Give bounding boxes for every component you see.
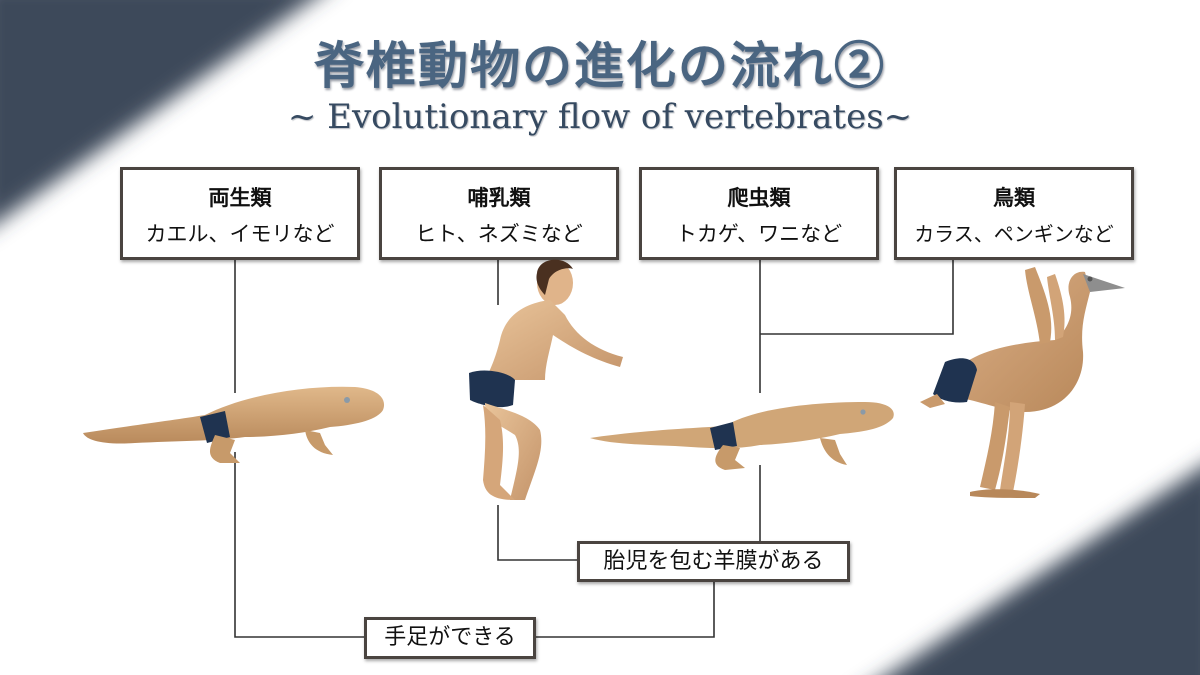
trait-box-limbs: 手足ができる	[364, 617, 536, 659]
class-name: 鳥類	[993, 186, 1035, 210]
class-examples: カエル、イモリなど	[145, 222, 335, 246]
bottom-right-dark-band	[887, 468, 1200, 675]
class-name: 爬虫類	[727, 186, 791, 210]
amphibian-illustration	[83, 386, 385, 463]
class-box-birds: 鳥類 カラス、ペンギンなど	[894, 167, 1134, 260]
class-name: 両生類	[208, 186, 272, 210]
class-examples: トカゲ、ワニなど	[675, 222, 843, 246]
human-illustration	[469, 259, 623, 500]
class-examples: カラス、ペンギンなど	[914, 222, 1114, 246]
class-examples: ヒト、ネズミなど	[415, 222, 583, 246]
bird-illustration	[920, 267, 1125, 498]
class-box-mammals: 哺乳類 ヒト、ネズミなど	[379, 167, 619, 260]
class-box-reptiles: 爬虫類 トカゲ、ワニなど	[639, 167, 879, 260]
class-box-amphibians: 両生類 カエル、イモリなど	[120, 167, 360, 260]
top-left-dark-band	[0, 0, 312, 221]
class-name: 哺乳類	[467, 186, 531, 210]
page-title: 脊椎動物の進化の流れ②	[314, 36, 886, 95]
reptile-illustration	[590, 402, 894, 470]
page-subtitle: ~ Evolutionary flow of vertebrates~	[287, 97, 913, 137]
trait-box-amnion: 胎児を包む羊膜がある	[577, 541, 850, 582]
